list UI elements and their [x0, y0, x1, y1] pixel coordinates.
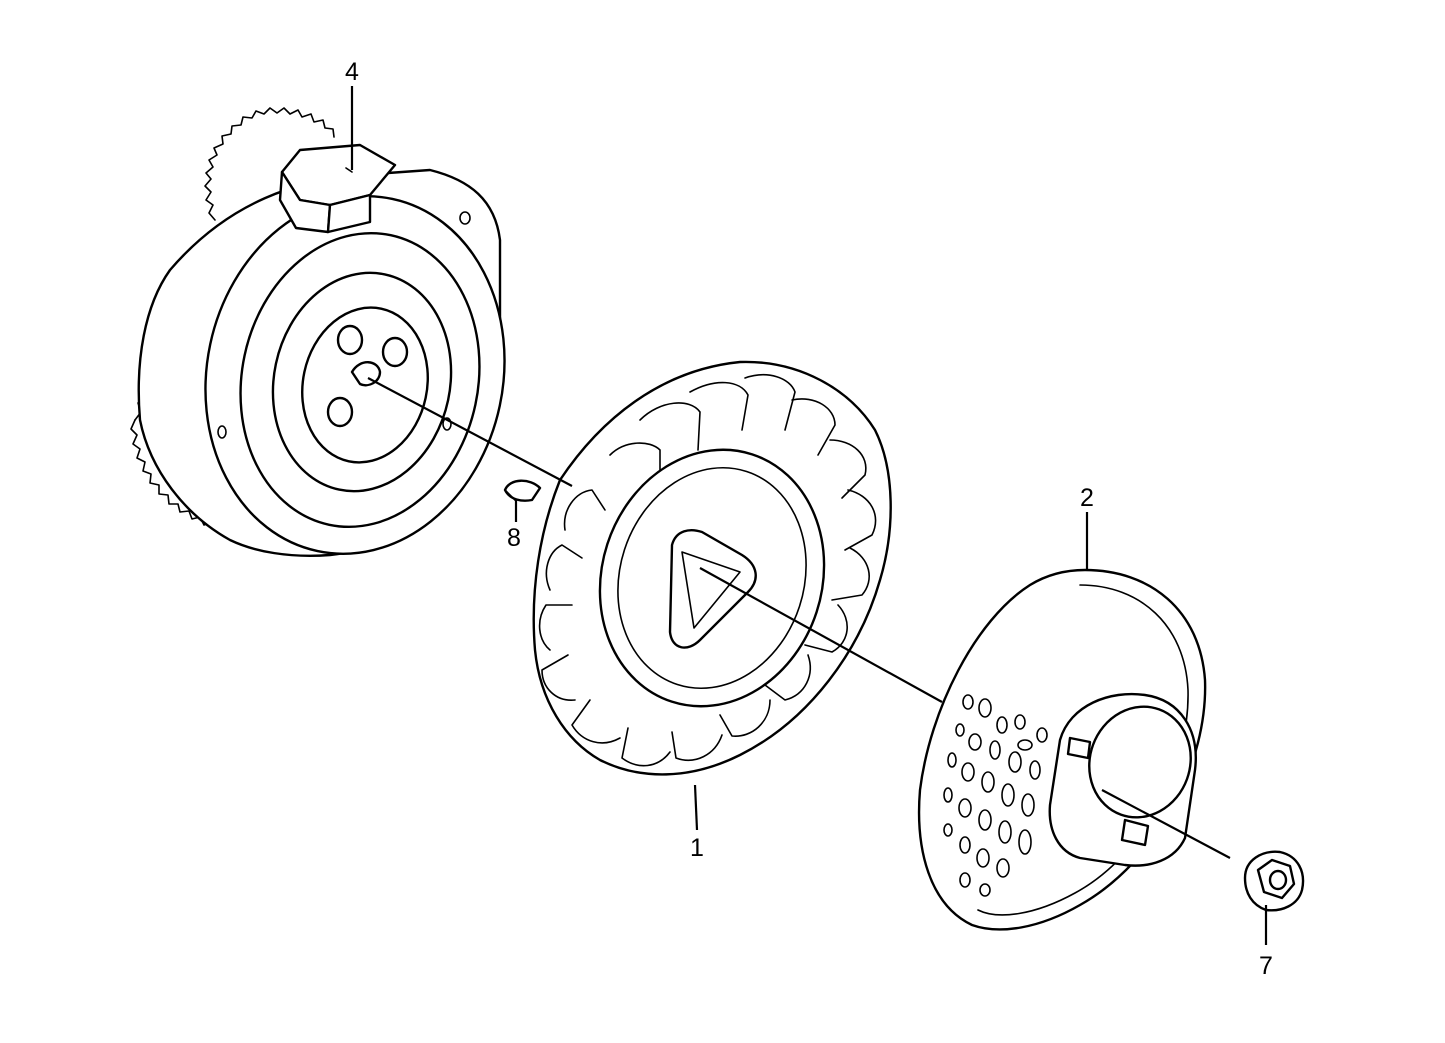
hub-hole-icon: [381, 336, 409, 368]
flange-nut: [1243, 850, 1305, 912]
cooling-fan: [532, 360, 892, 776]
callout-8: 8: [507, 524, 521, 552]
fan-blade: [764, 654, 812, 701]
callout-1: 1: [690, 834, 704, 862]
rim-hole-icon: [442, 417, 452, 431]
fan-blade: [639, 402, 701, 451]
fan-blade: [844, 489, 877, 551]
fan-hub-triangle-inner: [681, 551, 741, 629]
fan-blade: [545, 544, 583, 591]
magnet-block-side: [326, 193, 372, 234]
ring-gear-teeth-upper: [204, 107, 335, 221]
callout-2: 2: [1080, 484, 1094, 512]
fan-blade: [621, 727, 671, 767]
fan-cover-pulley: [917, 568, 1207, 931]
fan-blade: [563, 489, 606, 531]
axis-line-segment: [1101, 789, 1231, 859]
hub-hole-icon: [326, 396, 354, 428]
fan-blade: [791, 398, 836, 456]
fan-blade: [541, 654, 576, 701]
woodruff-key: [503, 479, 542, 502]
pulley-cup-opening: [1088, 705, 1192, 819]
fan-blade: [671, 731, 723, 761]
hub-hole-icon: [336, 324, 364, 356]
cup-slot: [1066, 736, 1092, 760]
fan-blade: [689, 381, 749, 431]
key-icon: [503, 479, 542, 502]
flywheel: [130, 107, 506, 557]
fan-blade: [571, 699, 621, 744]
fan-blade: [538, 604, 573, 651]
callout-4: 4: [345, 58, 359, 86]
flywheel-hub-recess: [271, 271, 453, 493]
fan-hub-inner-ring: [617, 466, 807, 690]
fan-blade: [831, 547, 870, 601]
cup-slot: [1120, 818, 1150, 847]
callout-7: 7: [1259, 952, 1273, 980]
fan-blade: [744, 374, 796, 431]
axis-line-segment: [367, 377, 573, 487]
assembly-axis: [367, 377, 1231, 859]
key-edge: [504, 489, 516, 501]
nut-bore: [1268, 869, 1288, 891]
axis-line-segment: [699, 567, 943, 703]
magnet-mark: [345, 167, 353, 173]
fan-blade: [829, 439, 867, 499]
rim-hole-icon: [459, 211, 471, 225]
fan-blade: [804, 604, 848, 653]
flywheel-inner-ring: [239, 231, 481, 529]
fan-hub-triangle: [668, 529, 757, 649]
callout-leaders: [350, 86, 1268, 945]
ring-gear-teeth-lower: [130, 419, 218, 530]
fan-blade: [719, 699, 771, 737]
fan-blade: [609, 442, 661, 486]
rim-hole-icon: [217, 425, 227, 439]
vent-hole-pattern: [943, 694, 1048, 897]
leader-1: [693, 784, 699, 831]
